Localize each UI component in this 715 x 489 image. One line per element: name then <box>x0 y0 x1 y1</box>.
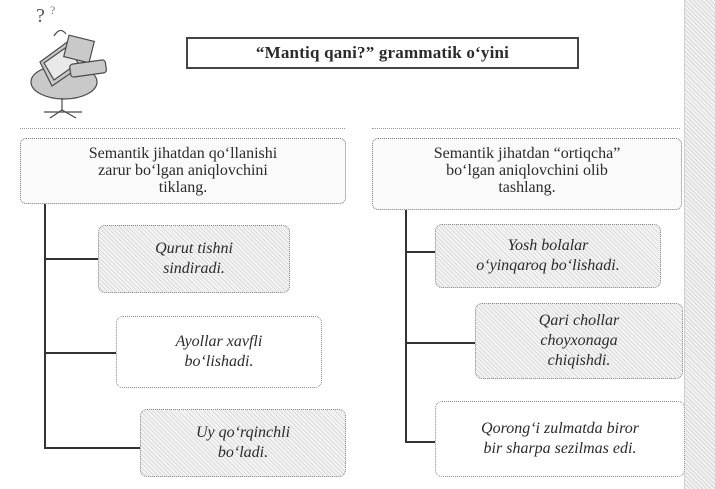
divider-right <box>372 128 680 129</box>
right-heading: Semantik jihatdan “ortiqcha” bo‘lgan ani… <box>372 138 682 210</box>
right-item-2: Qari chollar choyxonaga chiqishdi. <box>475 303 683 379</box>
right-item-1-line-2: o‘yinqaroq bo‘lishadi. <box>476 257 620 274</box>
svg-text:?: ? <box>36 5 45 27</box>
right-heading-line-2: bo‘lgan aniqlovchini olib <box>446 162 608 179</box>
left-item-3-line-2: bo‘ladi. <box>217 444 269 461</box>
left-heading: Semantik jihatdan qo‘llanishi zarur bo‘l… <box>20 138 346 204</box>
right-item-1-line-1: Yosh bolalar <box>507 237 589 254</box>
right-heading-line-1: Semantik jihatdan “ortiqcha” <box>433 145 621 162</box>
left-heading-line-3: tiklang. <box>158 179 208 196</box>
left-item-3: Uy qo‘rqinchli bo‘ladi. <box>140 409 346 477</box>
right-connector-vertical <box>405 210 407 442</box>
right-item-2-line-1: Qari chollar <box>538 312 620 329</box>
left-item-1-line-1: Qurut tishni <box>155 240 233 257</box>
right-heading-line-3: tashlang. <box>498 179 556 196</box>
left-item-2-line-1: Ayollar xavfli <box>175 333 263 350</box>
right-connector-2 <box>405 342 475 344</box>
divider-left <box>20 128 345 129</box>
left-heading-line-1: Semantik jihatdan qo‘llanishi <box>88 145 278 162</box>
left-connector-vertical <box>44 204 46 448</box>
right-connector-1 <box>405 251 435 253</box>
left-item-1-line-2: sindiradi. <box>163 260 225 277</box>
left-item-2: Ayollar xavfli bo‘lishadi. <box>116 316 322 388</box>
right-item-3-line-1: Qorong‘i zulmatda biror <box>481 420 639 437</box>
right-item-2-line-2: choyxonaga <box>540 332 618 349</box>
right-item-3-line-2: bir sharpa sezilmas edi. <box>483 440 637 457</box>
left-item-2-line-2: bo‘lishadi. <box>184 353 254 370</box>
right-item-2-line-3: chiqishdi. <box>547 352 611 369</box>
right-connector-3 <box>405 441 435 443</box>
left-connector-2 <box>44 352 116 354</box>
right-item-3: Qorong‘i zulmatda biror bir sharpa sezil… <box>435 401 685 477</box>
left-item-1: Qurut tishni sindiradi. <box>98 225 290 293</box>
right-item-1: Yosh bolalar o‘yinqaroq bo‘lishadi. <box>435 224 661 288</box>
left-connector-1 <box>44 258 98 260</box>
confused-computer-icon: ? ? <box>30 3 108 119</box>
page-title: “Mantiq qani?” grammatik o‘yini <box>186 37 579 69</box>
left-item-3-line-1: Uy qo‘rqinchli <box>195 424 291 441</box>
left-connector-3 <box>44 447 140 449</box>
left-heading-line-2: zarur bo‘lgan aniqlovchini <box>98 162 268 179</box>
svg-text:?: ? <box>50 3 55 17</box>
decorative-stripe <box>684 0 715 489</box>
